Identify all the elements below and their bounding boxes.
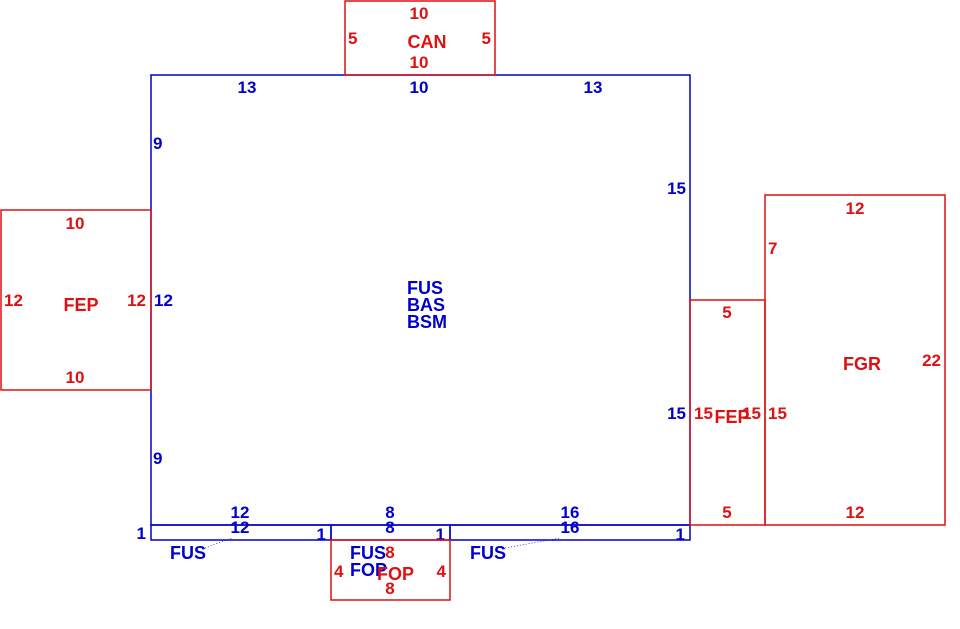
strip-right-dim-right: 1 — [676, 525, 685, 544]
strip-center-dim-right: 1 — [436, 525, 445, 544]
fop-label-area: FOP — [377, 564, 414, 584]
fop-outline — [330, 539, 451, 601]
fep-right-label: FEP — [714, 407, 749, 427]
fep-left-label: FEP — [63, 295, 98, 315]
main-dim-left-lower: 9 — [153, 449, 162, 468]
main-area-label-bsm: BSM — [407, 312, 447, 332]
main-area-label-bas: BAS — [407, 295, 445, 315]
fgr-outline — [764, 194, 946, 526]
fep-right-area[interactable]: FEP 5 5 15 15 — [689, 299, 766, 526]
strip-right-dim-top: 16 — [561, 503, 580, 522]
fep-right-dim-top: 5 — [722, 303, 731, 322]
main-dim-left-mid: 12 — [154, 291, 173, 310]
fep-right-dim-left: 15 — [694, 404, 713, 423]
main-area[interactable]: FUS BAS BSM 13 10 13 9 12 9 15 15 — [150, 74, 691, 526]
strip-left-dim-bottom: 12 — [231, 518, 250, 537]
strip-right-outline — [449, 524, 691, 541]
strip-center-label: FUS — [350, 543, 386, 563]
can-label: CAN — [408, 32, 447, 52]
main-dim-right-upper: 15 — [667, 179, 686, 198]
fep-left-outline — [0, 209, 152, 391]
strip-right-label: FUS — [470, 543, 506, 563]
fop-dim-right: 4 — [437, 562, 447, 581]
fep-right-dim-bottom: 5 — [722, 503, 731, 522]
strip-right[interactable]: 16 16 1 FUS — [449, 503, 691, 563]
can-area[interactable]: CAN 10 10 5 5 — [344, 0, 496, 76]
fep-left-dim-right: 12 — [127, 291, 146, 310]
fop-dim-left: 4 — [334, 562, 344, 581]
can-dim-right: 5 — [482, 29, 491, 48]
strip-left-dim-right: 1 — [317, 525, 326, 544]
main-dim-right-lower: 15 — [667, 404, 686, 423]
strip-left[interactable]: 12 12 1 1 FUS — [137, 503, 332, 563]
fop-label-main: FOP — [350, 560, 387, 580]
main-dim-top-center: 10 — [410, 78, 429, 97]
can-dim-left: 5 — [348, 29, 357, 48]
strip-center-dim-bottom: 8 — [385, 518, 394, 537]
fop-area[interactable]: FOP FOP 8 8 4 4 — [330, 539, 451, 601]
fep-left-dim-top: 10 — [66, 214, 85, 233]
main-dim-top-left: 13 — [238, 78, 257, 97]
fgr-label: FGR — [843, 354, 881, 374]
fep-left-dim-left: 12 — [4, 291, 23, 310]
fgr-dim-bottom: 12 — [846, 503, 865, 522]
main-area-label-fus: FUS — [407, 278, 443, 298]
strip-left-label: FUS — [170, 543, 206, 563]
main-dim-top-right: 13 — [584, 78, 603, 97]
fgr-dim-right: 22 — [922, 351, 941, 370]
fgr-dim-left-top: 7 — [768, 239, 777, 258]
fgr-area[interactable]: FGR 12 12 7 15 22 — [764, 194, 946, 526]
strip-left-dim-top: 12 — [231, 503, 250, 522]
fep-left-area[interactable]: FEP 10 10 12 12 — [0, 209, 152, 391]
can-dim-top: 10 — [410, 4, 429, 23]
strip-right-leader — [504, 537, 561, 549]
strip-left-dim-left: 1 — [137, 524, 146, 543]
fep-right-dim-right: 15 — [742, 404, 761, 423]
fop-dim-top: 8 — [385, 543, 394, 562]
fep-left-dim-bottom: 10 — [66, 368, 85, 387]
fop-dim-bottom: 8 — [385, 579, 394, 598]
fgr-dim-top: 12 — [846, 199, 865, 218]
main-dim-left-upper: 9 — [153, 134, 162, 153]
strip-right-dim-bottom: 16 — [561, 518, 580, 537]
can-dim-bottom: 10 — [410, 53, 429, 72]
strip-center-dim-top: 8 — [385, 503, 394, 522]
can-outline — [344, 0, 496, 76]
fgr-dim-left-bottom: 15 — [768, 404, 787, 423]
